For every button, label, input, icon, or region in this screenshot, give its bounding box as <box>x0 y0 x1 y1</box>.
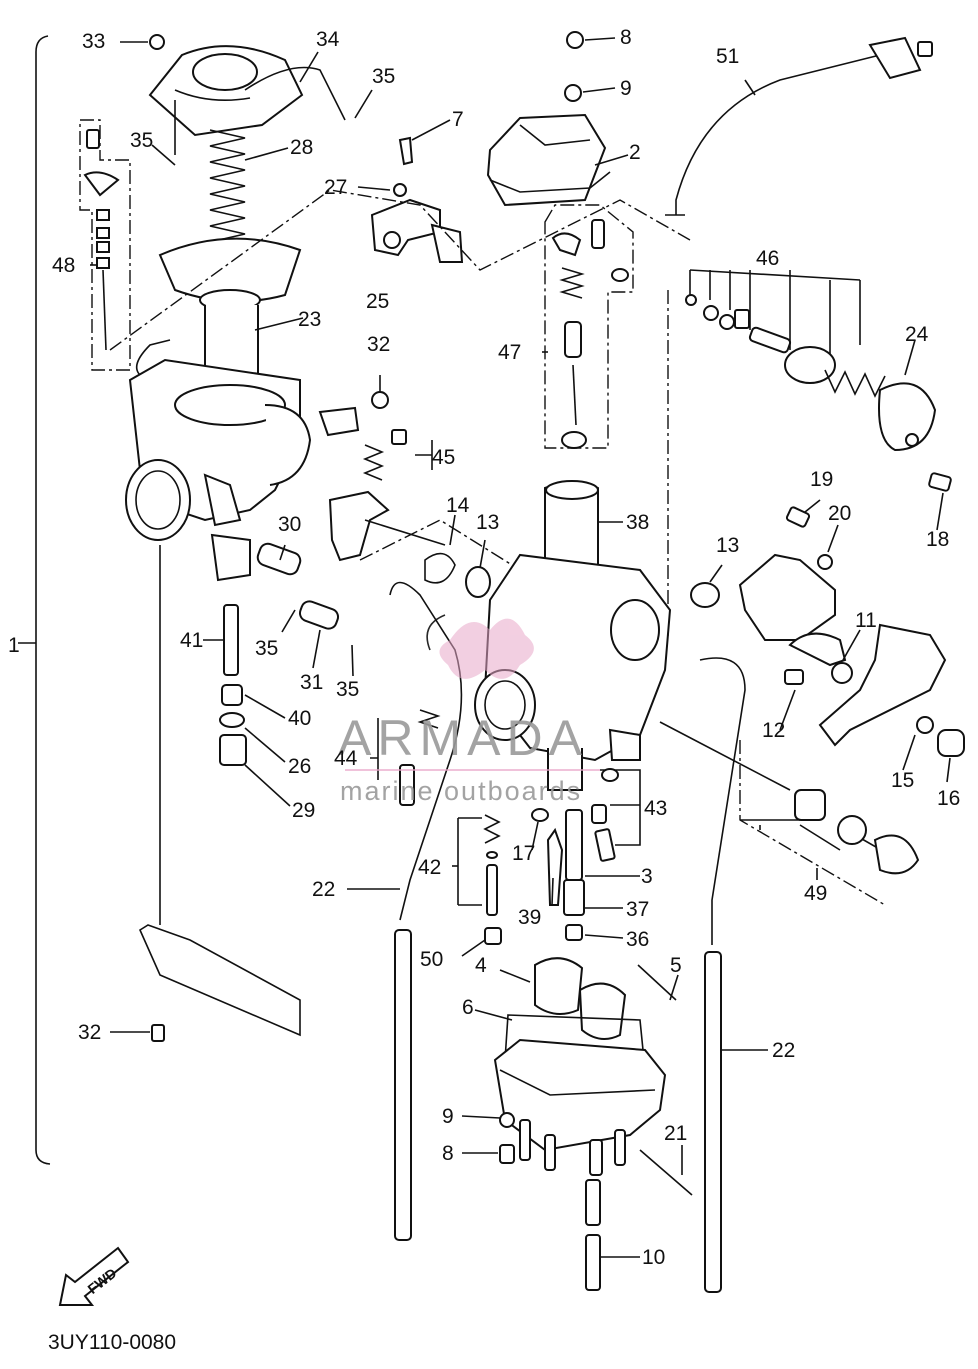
assembly-bracket <box>18 35 51 1165</box>
float-bowl <box>493 957 693 1196</box>
callout-5: 5 <box>670 954 682 977</box>
callout-3: 3 <box>641 865 653 888</box>
callout-16: 16 <box>937 787 960 810</box>
callout-24: 24 <box>905 323 929 346</box>
callout-45: 45 <box>432 446 455 469</box>
diagram-code: 3UY110-0080 <box>48 1331 176 1354</box>
fwd-arrow: FWD <box>58 1246 130 1306</box>
callout-10: 10 <box>642 1246 665 1269</box>
throttle-linkage <box>659 506 965 791</box>
callout-34: 34 <box>316 28 340 51</box>
callout-35-top: 35 <box>372 65 395 88</box>
callout-8-top: 8 <box>620 26 632 49</box>
left-carb-spring <box>209 129 246 243</box>
callout-35-right: 35 <box>336 678 359 701</box>
callout-37: 37 <box>626 898 649 921</box>
callout-30: 30 <box>278 513 301 536</box>
leader-lines <box>90 37 951 1258</box>
linkage-parts <box>318 198 491 598</box>
callout-38: 38 <box>626 511 649 534</box>
callout-11: 11 <box>855 609 877 632</box>
callout-48: 48 <box>52 254 75 277</box>
right-carb-top-cap <box>486 31 611 207</box>
callout-49: 49 <box>804 882 827 905</box>
callout-50: 50 <box>420 948 443 971</box>
vent-hoses <box>389 36 933 1293</box>
callout-20: 20 <box>828 502 851 525</box>
callout-35-left: 35 <box>255 637 278 660</box>
callout-1: 1 <box>8 634 20 657</box>
callout-32-top: 32 <box>367 333 390 356</box>
callout-42: 42 <box>418 856 441 879</box>
left-carb-jets <box>138 533 340 1037</box>
callout-13-left: 13 <box>476 511 499 534</box>
main-jet-parts <box>457 768 641 945</box>
callout-26: 26 <box>288 755 311 778</box>
hardware <box>149 34 441 1042</box>
callout-23: 23 <box>298 308 321 331</box>
callout-47: 47 <box>498 341 521 364</box>
callout-44: 44 <box>334 747 358 770</box>
callout-43: 43 <box>644 797 667 820</box>
callout-27: 27 <box>324 176 347 199</box>
callout-15: 15 <box>891 769 914 792</box>
callout-4: 4 <box>475 954 487 977</box>
left-carb-top-cover <box>148 45 346 155</box>
callout-9-top: 9 <box>620 77 632 100</box>
callout-22-left: 22 <box>312 878 335 901</box>
callout-31: 31 <box>300 671 323 694</box>
callout-41: 41 <box>180 629 203 652</box>
callout-2: 2 <box>629 141 641 164</box>
callout-18: 18 <box>926 528 949 551</box>
callout-32-bottom: 32 <box>78 1021 101 1044</box>
callout-22-right: 22 <box>772 1039 795 1062</box>
armada-watermark: ARMADA marine outboards <box>338 614 600 806</box>
callout-40: 40 <box>288 707 311 730</box>
watermark-logo <box>439 618 534 679</box>
left-carb-body <box>125 339 312 541</box>
left-carb-diaphragm <box>158 237 302 387</box>
callout-35-upper: 35 <box>130 129 153 152</box>
callout-14: 14 <box>446 494 470 517</box>
callout-28: 28 <box>290 136 313 159</box>
callout-39: 39 <box>518 906 541 929</box>
idle-adjuster-49 <box>740 789 920 875</box>
accel-pump-parts <box>685 269 952 492</box>
callout-9-bottom: 9 <box>442 1105 454 1128</box>
callout-12: 12 <box>762 719 785 742</box>
callout-8-bottom: 8 <box>442 1142 454 1165</box>
callout-labels: 1 2 3 4 5 6 7 8 8 9 9 10 11 12 13 13 14 … <box>8 26 960 1269</box>
pilot-screw-kit-47 <box>544 204 634 449</box>
callout-33: 33 <box>82 30 105 53</box>
watermark-tagline: marine outboards <box>340 776 582 806</box>
callout-51: 51 <box>716 45 739 68</box>
callout-6: 6 <box>462 996 474 1019</box>
callout-29: 29 <box>292 799 315 822</box>
callout-46: 46 <box>756 247 779 270</box>
right-carb-body <box>474 480 672 791</box>
callout-36: 36 <box>626 928 649 951</box>
callout-25: 25 <box>366 290 389 313</box>
callout-19: 19 <box>810 468 833 491</box>
watermark-brand: ARMADA <box>338 710 588 766</box>
callout-17: 17 <box>512 842 535 865</box>
needle-kit-48 <box>79 119 131 371</box>
callout-21: 21 <box>664 1122 687 1145</box>
callout-7: 7 <box>452 108 464 131</box>
callout-13-right: 13 <box>716 534 739 557</box>
